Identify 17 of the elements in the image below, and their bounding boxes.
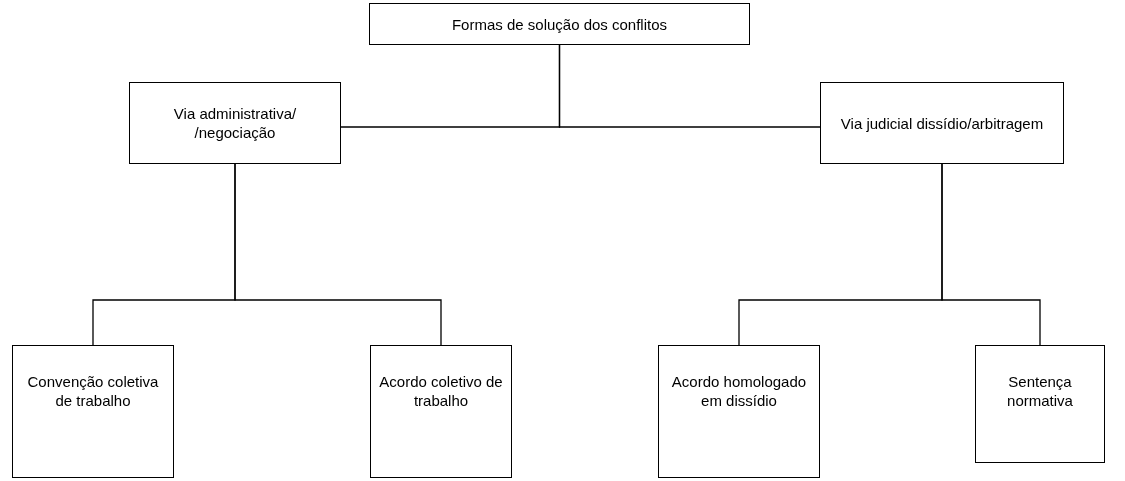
box-label: Via administrativa/ /negociação <box>172 104 298 142</box>
box <box>820 82 1064 164</box>
box-label: Formas de solução dos conflitos <box>451 14 668 34</box>
box-label: Sentença normativa <box>1006 372 1074 410</box>
connector-line <box>558 44 821 128</box>
box-label: Acordo coletivo de trabalho <box>378 372 504 410</box>
box <box>369 3 750 45</box>
box <box>370 345 512 478</box>
box-label: Via judicial dissídio/arbitragem <box>840 113 1044 133</box>
box-label: Acordo homologado em dissídio <box>670 372 808 410</box>
box <box>975 345 1105 463</box>
connector-line <box>234 163 442 346</box>
box <box>658 345 820 478</box>
connector-line <box>941 163 1041 346</box>
box <box>12 345 174 478</box>
box <box>129 82 341 164</box>
box-label: Convenção coletiva de trabalho <box>26 372 160 410</box>
